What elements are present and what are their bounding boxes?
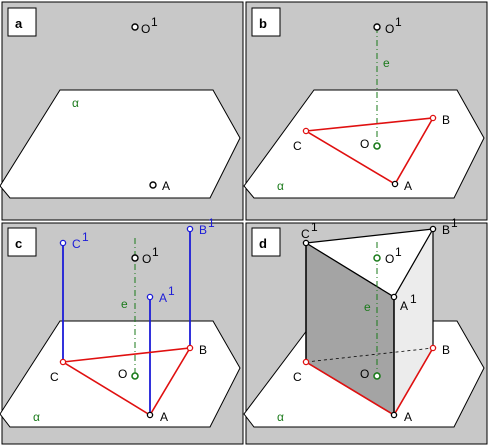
point-c-marker [302,358,310,366]
plane-alpha-label: α [277,410,284,424]
point-a-marker [391,180,399,188]
point-o1-sup: 1 [395,15,402,29]
point-o-label: O [360,367,369,381]
point-c1-sup: 1 [82,230,89,244]
point-b1-sup: 1 [451,216,458,230]
panel-d-tag: d [259,236,267,251]
panel-b: b α e O 1 O C B A [243,1,488,221]
point-a-marker [149,181,157,189]
point-b1-label: B [442,223,450,237]
point-a-label: A [162,179,170,193]
axis-e-label: e [383,56,390,70]
plane-alpha-label: α [72,96,79,110]
point-o1-marker [373,23,381,31]
point-o1-label: O [141,22,150,36]
panel-a-tag: a [15,16,23,31]
point-b1-label: B [199,223,207,237]
plane-alpha [0,89,241,199]
point-o-label: O [360,137,369,151]
point-o-marker [131,372,139,380]
panel-a: a α O 1 A [0,1,244,221]
panel-b-tag-box [251,7,281,37]
point-a1-sup: 1 [410,292,417,306]
point-o-label: O [118,367,127,381]
panel-d-tag-box [251,227,281,257]
point-b-label: B [442,113,450,127]
point-c-marker [59,358,67,366]
point-o-marker [373,372,381,380]
triangle-abc [303,117,435,186]
base-edge-ab [393,347,434,416]
plane-alpha [243,89,485,199]
point-o1-marker [131,254,139,262]
point-a-marker [146,411,154,419]
point-c1-marker [302,239,310,247]
panel-d: α e d C 1 B 1 A 1 O 1 O C B A [243,216,488,445]
point-b-marker [429,344,437,352]
point-a1-marker [146,293,154,301]
plane-alpha-label: α [277,179,284,193]
point-c-label: C [50,370,59,384]
point-b1-sup: 1 [208,216,215,230]
point-c1-marker [59,239,67,247]
base-edge-ca [305,361,395,416]
point-c-label: C [293,370,302,384]
point-b1-marker [186,225,194,233]
point-o1-label: O [142,252,151,266]
panel-a-tag-box [7,7,37,37]
point-a-label: A [404,410,412,424]
point-o1-marker [373,254,381,262]
point-o1-sup: 1 [152,245,159,259]
point-b1-marker [429,225,437,233]
point-o1-marker [131,23,139,31]
panel-b-tag: b [259,16,267,31]
triangle-abc [60,347,192,417]
point-o-marker [373,142,381,150]
point-a-marker [390,411,398,419]
point-b-label: B [442,343,450,357]
point-a-label: A [160,410,168,424]
point-o1-sup: 1 [395,245,402,259]
point-c-marker [302,127,310,135]
panel-c-tag: c [15,236,22,251]
point-a1-label: A [400,299,408,313]
point-c1-label: C [301,227,310,241]
axis-e-label: e [364,300,371,314]
point-c-label: C [293,139,302,153]
panel-c: c α e C 1 B 1 A 1 O 1 O C B A [0,216,244,445]
point-b-marker [429,114,437,122]
axis-e-label: e [121,297,128,311]
plane-alpha-label: α [33,410,40,424]
point-o1-label: O [385,252,394,266]
point-a1-sup: 1 [168,284,175,298]
plane-alpha [0,320,241,428]
point-a1-label: A [159,291,167,305]
point-a1-marker [390,293,398,301]
point-o1-sup: 1 [151,15,158,29]
point-c1-sup: 1 [311,220,318,234]
panel-c-tag-box [7,227,37,257]
point-b-label: B [199,343,207,357]
point-o1-label: O [385,22,394,36]
point-b-marker [186,344,194,352]
point-c1-label: C [72,237,81,251]
point-a-label: A [404,179,412,193]
